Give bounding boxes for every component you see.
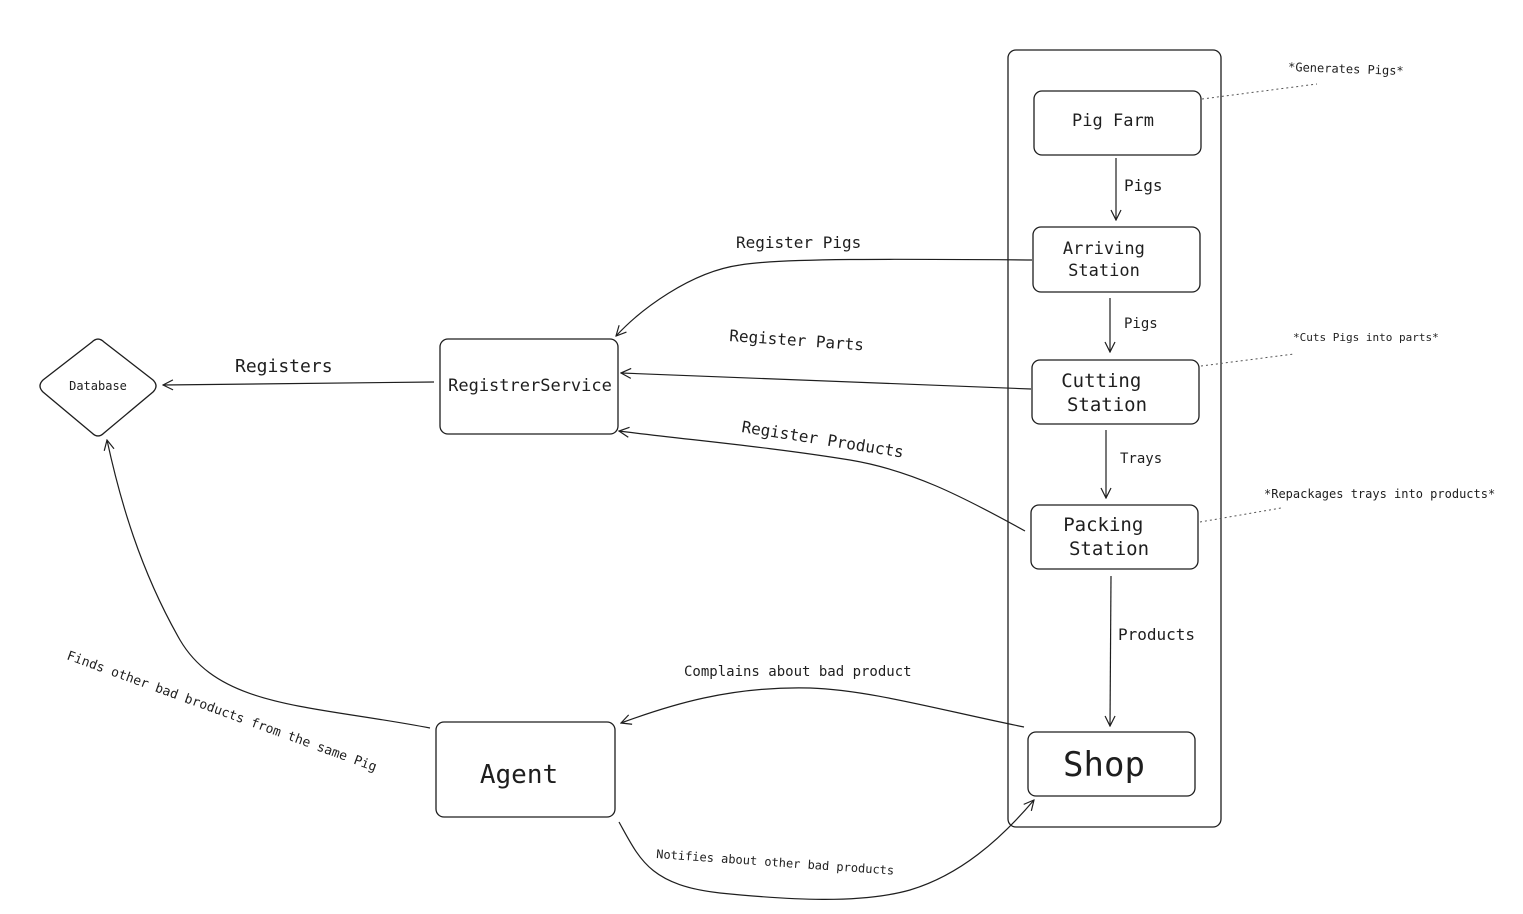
- register-pigs-label: Register Pigs: [736, 233, 861, 252]
- farm-to-arriving-label: Pigs: [1124, 176, 1163, 195]
- cuts-note: *Cuts Pigs into parts*: [1293, 331, 1439, 344]
- cuts-note-leader: [1200, 353, 1295, 367]
- cutting-station-line-1: Cutting: [1061, 370, 1141, 392]
- arriving-station-line-1: Arriving: [1063, 239, 1145, 259]
- pig-farm-label: Pig Farm: [1072, 111, 1154, 131]
- database-label: Database: [69, 379, 127, 393]
- register-parts-label: Register Parts: [729, 326, 865, 354]
- register-parts-arrow: [621, 373, 1032, 390]
- arriving-station-line-2: Station: [1068, 261, 1140, 281]
- complains-label: Complains about bad product: [684, 664, 912, 680]
- register-pigs-arrow: [616, 258, 1033, 336]
- complains-arrow: [621, 687, 1025, 728]
- packing-to-shop-label: Products: [1118, 625, 1195, 644]
- cutting-station-node[interactable]: Cutting Station: [1031, 359, 1200, 425]
- repackages-note: *Repackages trays into products*: [1264, 487, 1495, 501]
- packing-station-label: Packing Station: [1063, 514, 1155, 560]
- agent-node[interactable]: Agent: [435, 721, 616, 818]
- notifies-label: Notifies about other bad products: [656, 847, 895, 878]
- packing-station-node[interactable]: Packing Station: [1030, 504, 1199, 570]
- register-products-arrow: [619, 431, 1026, 532]
- packing-station-line-2: Station: [1069, 538, 1149, 560]
- shop-label: Shop: [1063, 745, 1145, 785]
- registers-arrow: [163, 382, 435, 385]
- packing-station-line-1: Packing: [1063, 514, 1143, 536]
- pig-farm-node[interactable]: Pig Farm: [1033, 90, 1202, 156]
- generates-note: *Generates Pigs*: [1288, 60, 1404, 78]
- register-products-label: Register Products: [740, 417, 905, 461]
- notifies-arrow: [618, 800, 1034, 900]
- pipeline-group-frame: [1007, 49, 1222, 828]
- cutting-station-line-2: Station: [1067, 394, 1147, 416]
- packing-to-shop-arrow: [1110, 575, 1111, 726]
- registrer-service-node[interactable]: RegistrerService: [439, 338, 619, 435]
- database-node[interactable]: Database: [39, 338, 157, 437]
- shop-node[interactable]: Shop: [1027, 731, 1196, 797]
- arriving-station-label: Arriving Station: [1063, 239, 1155, 281]
- registrer-service-label: RegistrerService: [448, 376, 612, 396]
- repackages-note-leader: [1199, 507, 1282, 523]
- cutting-station-label: Cutting Station: [1061, 370, 1153, 416]
- finds-arrow: [107, 440, 431, 729]
- generates-note-leader: [1201, 83, 1318, 100]
- arriving-station-node[interactable]: Arriving Station: [1032, 226, 1201, 293]
- registers-label: Registers: [235, 356, 333, 377]
- agent-label: Agent: [480, 760, 558, 790]
- arriving-to-cutting-label: Pigs: [1124, 316, 1158, 332]
- cutting-to-packing-label: Trays: [1120, 451, 1162, 467]
